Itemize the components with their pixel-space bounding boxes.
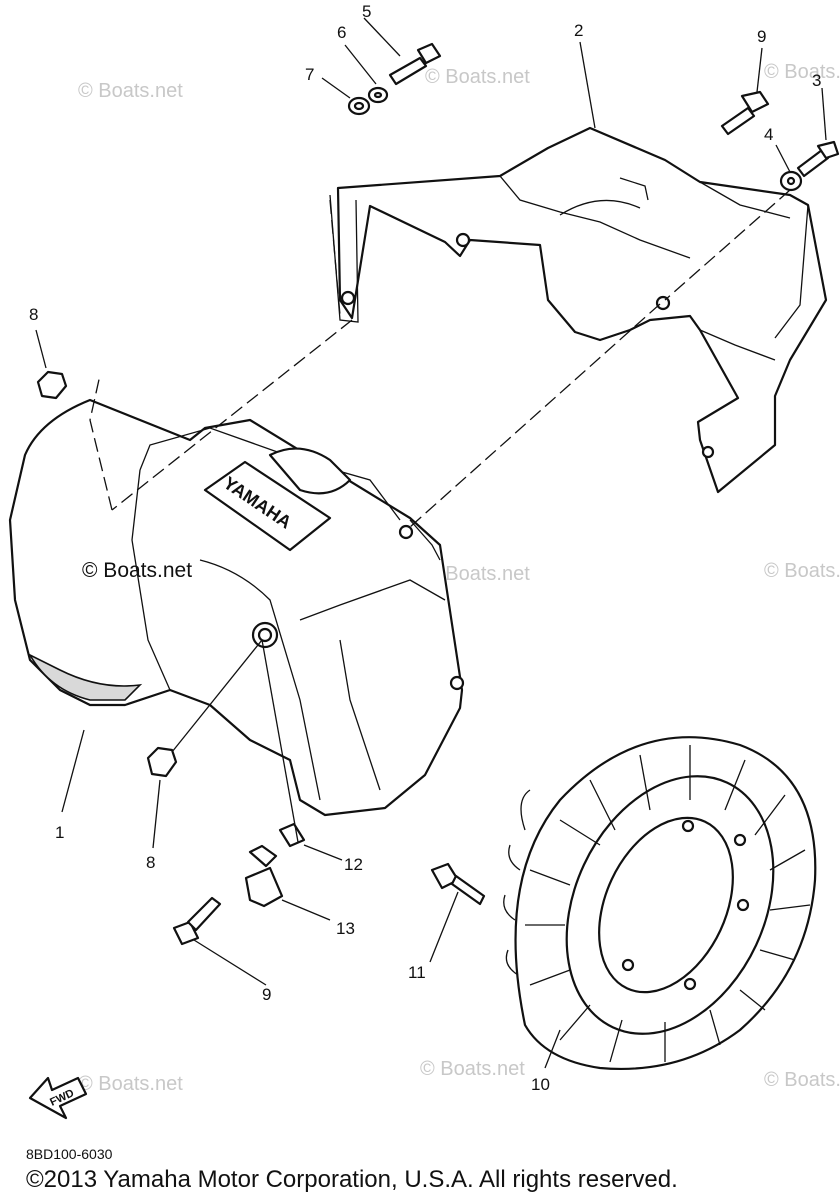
callout-9-lower: 9: [262, 985, 271, 1004]
callout-13: 13: [336, 919, 355, 938]
part-6-washer: [367, 86, 389, 104]
callout-6: 6: [337, 23, 346, 42]
part-13-clip: [244, 844, 284, 908]
part-12-collar: [278, 822, 306, 848]
watermark-top-right: © Boats.net: [764, 61, 840, 83]
part-8-nut-lower: [146, 746, 178, 778]
watermark-bottom-right: © Boats.net: [764, 1069, 840, 1091]
callout-2: 2: [574, 21, 583, 40]
part-9-bolt-upper: [720, 90, 770, 136]
part-4-washer: [779, 170, 803, 192]
callout-7: 7: [305, 65, 314, 84]
callout-3: 3: [812, 71, 821, 90]
part-11-bolt: [430, 862, 486, 906]
leader-lines: [35, 17, 827, 1069]
part-7-washer: [347, 96, 371, 116]
callout-10: 10: [531, 1075, 550, 1094]
part-9-bolt-lower: [172, 896, 222, 946]
watermark-far-right: © Boats.net: [764, 560, 840, 582]
part-2-upper-cover: [329, 126, 828, 494]
document-code: 8BD100-6030: [26, 1146, 113, 1162]
watermark-mid-right: © Boats.net: [425, 563, 530, 585]
part-1-lower-cover: YAMAHA: [8, 398, 465, 817]
watermark-top-left: © Boats.net: [78, 80, 183, 102]
callout-4: 4: [764, 125, 773, 144]
watermark-dark: © Boats.net: [82, 559, 192, 582]
part-5-bolt: [388, 42, 442, 86]
part-8-nut-upper: [36, 370, 68, 400]
copyright-notice: ©2013 Yamaha Motor Corporation, U.S.A. A…: [26, 1166, 678, 1193]
callout-8-lower: 8: [146, 853, 155, 872]
assembly-guide-lines: [89, 189, 791, 843]
callouts: 1 2 3 4 5 6 7 8 8 9 9 10 11 12 13: [29, 2, 821, 1094]
callout-8-upper: 8: [29, 305, 38, 324]
watermark-bottom-left: © Boats.net: [78, 1073, 183, 1095]
callout-12: 12: [344, 855, 363, 874]
callout-11: 11: [408, 963, 426, 982]
part-10-flywheel: [503, 736, 817, 1071]
callout-5: 5: [362, 2, 371, 21]
fwd-arrow-icon: FWD: [28, 1076, 88, 1120]
watermark-top-mid: © Boats.net: [425, 66, 530, 88]
callout-9-upper: 9: [757, 27, 766, 46]
watermark-bottom-mid: © Boats.net: [420, 1058, 525, 1080]
callout-1: 1: [55, 823, 64, 842]
part-3-bolt: [796, 140, 840, 178]
